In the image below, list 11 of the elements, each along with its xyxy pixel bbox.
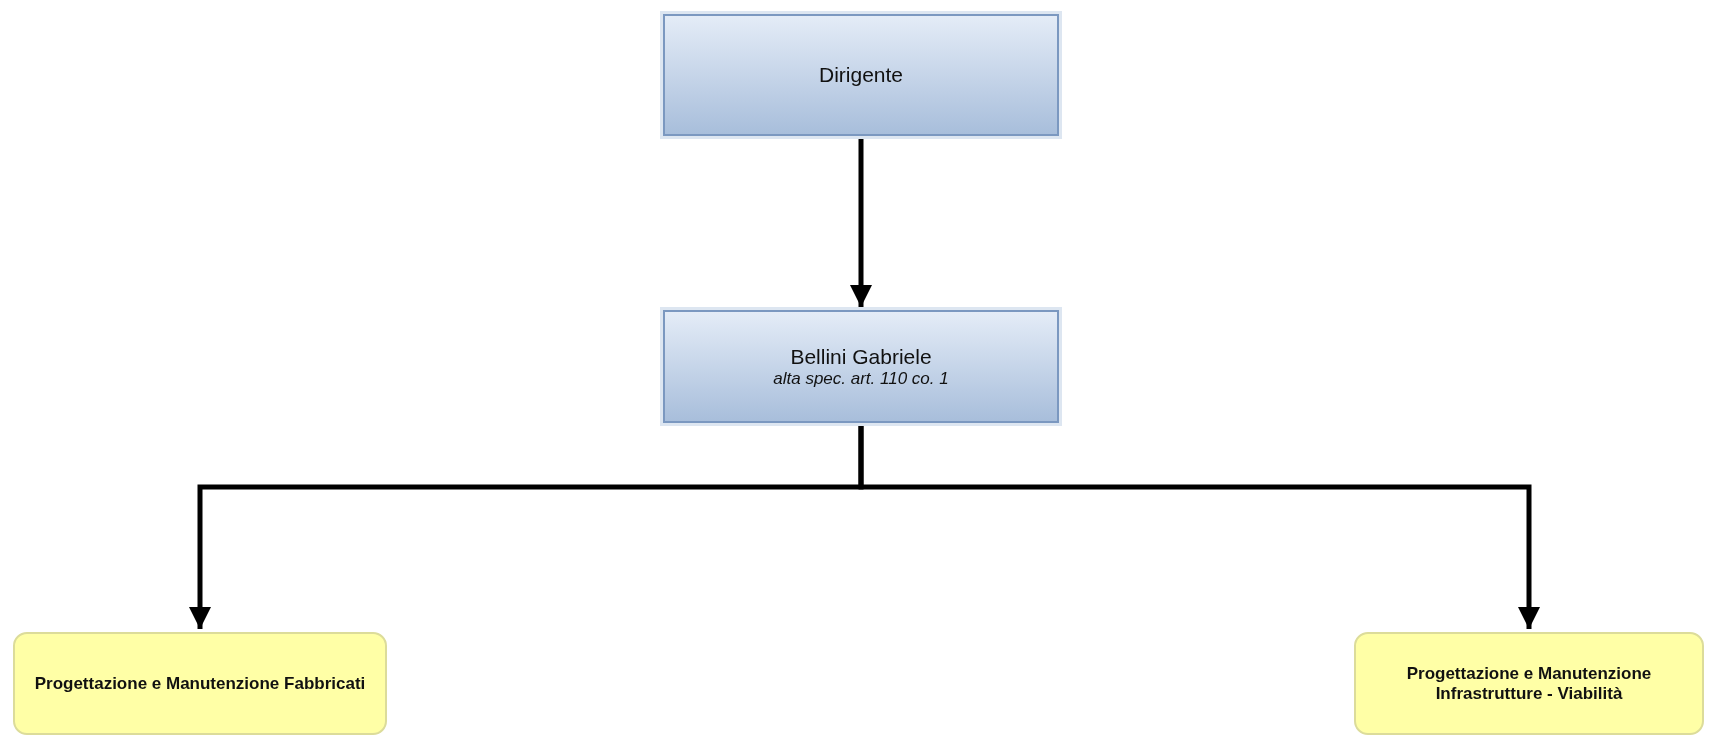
unit-name: Progettazione e Manutenzione Infrastrutture - Viabilità — [1405, 663, 1653, 704]
position-title: Bellini Gabriele — [790, 344, 932, 369]
position-note: alta spec. art. 110 co. 1 — [773, 368, 949, 389]
position-title: Dirigente — [818, 63, 903, 87]
connector-arrow — [858, 426, 1541, 629]
unit-box — [1354, 632, 1704, 735]
connector-arrow — [849, 139, 873, 307]
unit-box — [13, 632, 387, 735]
position-box — [663, 14, 1059, 136]
unit-name: Progettazione e Manutenzione Fabbricati — [34, 673, 366, 694]
position-box — [663, 310, 1059, 423]
